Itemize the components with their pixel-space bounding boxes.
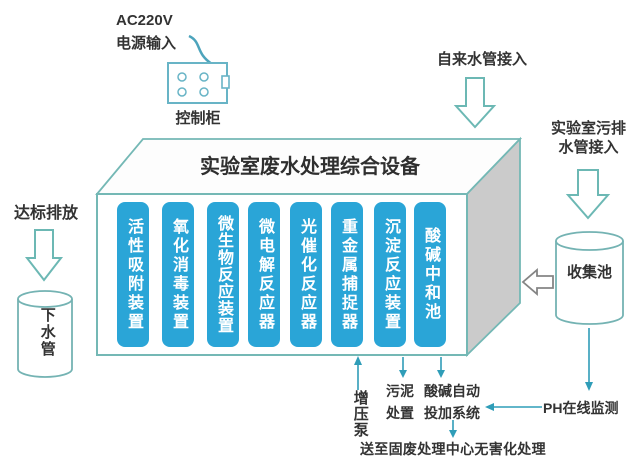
module-photocatalytic: 光催化反应器: [290, 202, 322, 347]
solid-waste-label: 送至固废处理中心无害化处理: [360, 441, 546, 457]
dosing-line2: 投加系统: [424, 405, 480, 421]
control-cabinet-connector: [221, 75, 230, 89]
lab-drain-line2: 水管接入: [558, 139, 619, 156]
module-label: 微电解反应器: [256, 217, 273, 332]
pool-to-ph-arrow-head: [585, 382, 593, 391]
collection-pool-cylinder: [555, 231, 624, 325]
module-label: 酸碱中和池: [422, 227, 439, 322]
module-precipitation: 沉淀反应装置: [374, 202, 406, 347]
pool-cylinder-body: [555, 241, 624, 325]
sewer-pipe-label: 下水管: [38, 307, 56, 358]
discharge-down-arrow: [24, 229, 64, 282]
sewer-cylinder-body: [17, 299, 73, 378]
device-front-face: [96, 193, 468, 356]
power-wire-line: [188, 34, 213, 66]
module-oxidation-disinfection: 氧化消毒装置: [162, 202, 194, 347]
module-active-adsorption: 活性吸附装置: [117, 202, 149, 347]
module-acid-base-neutralization: 酸碱中和池: [414, 202, 446, 347]
dosing-system-label: 酸碱自动 投加系统: [424, 380, 480, 424]
ac-voltage-label: AC220V: [116, 12, 173, 29]
ph-to-dosing-arrow-head: [485, 403, 494, 411]
module-label: 活性吸附装置: [125, 217, 142, 332]
collection-pool-label: 收集池: [566, 264, 612, 281]
module-heavy-metal-catcher: 重金属捕捉器: [331, 202, 363, 347]
pool-cylinder-top: [555, 231, 624, 251]
cabinet-knob: [177, 72, 187, 82]
control-cabinet-icon: [167, 62, 230, 104]
dosing-line1: 酸碱自动: [424, 383, 480, 399]
ph-monitor-label: PH在线监测: [543, 400, 619, 416]
tap-water-down-arrow: [453, 77, 497, 129]
module-label: 重金属捕捉器: [339, 217, 356, 332]
control-cabinet-label: 控制柜: [175, 110, 221, 127]
booster-pump-label: 增压泵: [351, 390, 369, 438]
sewer-cylinder-top: [17, 290, 73, 308]
dosing-down-arrow-head: [437, 370, 445, 378]
module-micro-electrolysis: 微电解反应器: [248, 202, 280, 347]
discharge-label: 达标排放: [14, 205, 79, 222]
lab-drain-label: 实验室污排 水管接入: [540, 119, 637, 157]
lab-drain-down-arrow: [565, 169, 611, 220]
power-input-label: 电源输入: [116, 35, 177, 52]
lab-drain-line1: 实验室污排: [550, 120, 626, 137]
module-label: 沉淀反应装置: [382, 217, 399, 332]
device-title: 实验室废水处理综合设备: [200, 156, 420, 178]
control-cabinet-body: [167, 62, 228, 104]
booster-up-arrow-head: [354, 356, 362, 365]
sludge-line1: 污泥: [386, 383, 414, 399]
tap-water-label: 自来水管接入: [437, 51, 528, 68]
cabinet-knob: [199, 72, 209, 82]
module-label: 光催化反应器: [298, 217, 315, 332]
sludge-disposal-label: 污泥 处置: [386, 380, 414, 424]
module-microbial-reaction: 微生物反应装置: [207, 202, 239, 347]
pool-to-device-left-arrow: [521, 268, 554, 296]
cabinet-knob: [199, 87, 209, 97]
module-label: 氧化消毒装置: [170, 217, 187, 332]
cabinet-knob: [177, 87, 187, 97]
module-label: 微生物反应装置: [215, 215, 232, 334]
sludge-down-arrow-head: [399, 370, 407, 378]
sewer-pipe-cylinder: [17, 290, 73, 378]
to-solid-waste-arrow-head: [449, 430, 457, 438]
sludge-line2: 处置: [386, 405, 414, 421]
